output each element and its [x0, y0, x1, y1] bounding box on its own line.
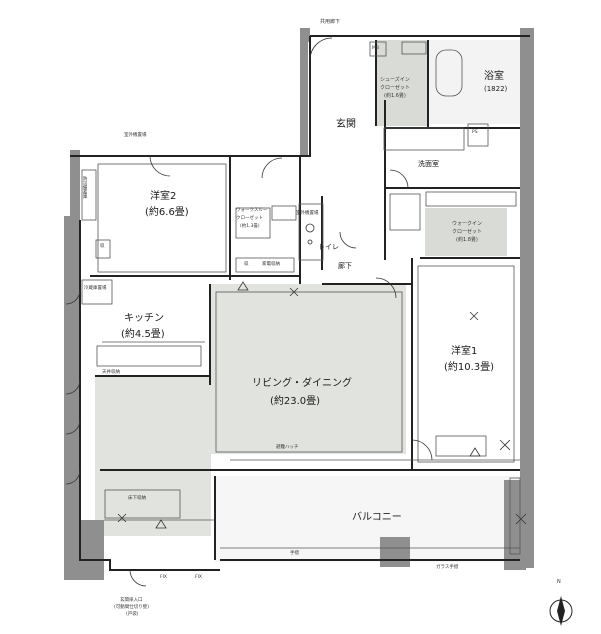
inner-lines: [81, 41, 521, 555]
label-handrail: 手摺: [290, 551, 299, 556]
closet-shoes-in-line2: クローゼット: [380, 85, 411, 91]
label-fridge: 冷蔵庫置場: [84, 286, 107, 291]
closet-walk-through-line2: クローゼット: [236, 216, 263, 221]
room-kitchen-name: キッチン: [124, 313, 164, 324]
room-living-area: (約23.0畳): [270, 396, 321, 407]
label-emergency-hatch: 避難ハッチ: [276, 445, 299, 450]
label-fix-left: FIX: [160, 575, 167, 580]
room-balcony: バルコニー: [352, 512, 402, 523]
walk-in-floor: [425, 208, 507, 256]
label-storage: 収: [100, 244, 105, 249]
label-ps: PS: [472, 130, 478, 135]
label-storage-bottom: 収: [244, 262, 249, 267]
room-washroom: 洗面室: [418, 160, 439, 168]
closet-shoes-in-area: (約1.6畳): [384, 93, 406, 99]
fixtures: [117, 223, 527, 529]
closet-walk-in-line1: ウォークイン: [452, 221, 483, 227]
label-outdoor-unit-top: 室外機置場: [124, 133, 147, 138]
label-escape-note-1: 玄関扉入口: [120, 598, 143, 603]
room-western1-area: (約10.3畳): [444, 362, 495, 373]
room-living-name: リビング・ダイニング: [252, 378, 352, 389]
room-western2-name: 洋室2: [150, 191, 177, 202]
label-common-corridor: 共用廊下: [320, 19, 341, 25]
room-bath-name: 浴室: [484, 71, 504, 82]
label-tall-cabinet: 天井収納: [102, 370, 120, 375]
closet-walk-through-line1: ウォークスルー: [236, 208, 268, 213]
living-floor-lower: [95, 376, 211, 536]
label-mb: MB: [372, 46, 379, 51]
floor-tints: [95, 40, 522, 562]
label-appliance: 家電収納: [262, 262, 280, 267]
label-outdoor-unit-toilet: 室外機置場: [296, 211, 319, 216]
doors: [65, 37, 433, 587]
room-kitchen-area: (約4.5畳): [121, 329, 165, 340]
label-escape-note-3: (戸袋): [126, 612, 139, 617]
bath-floor: [428, 40, 522, 124]
closet-walk-through-area: (約1.3畳): [240, 224, 260, 229]
room-hallway: 廊下: [338, 262, 352, 270]
room-entrance: 玄関: [336, 119, 356, 130]
room-toilet: トイレ: [318, 243, 339, 251]
living-floor: [210, 284, 406, 454]
label-floor-storage: 床下収納: [128, 496, 146, 501]
closet-shoes-in-line1: シューズイン: [380, 77, 410, 83]
label-fix-right: FIX: [195, 575, 202, 580]
closet-walk-in-line2: クローゼット: [452, 229, 483, 235]
structural-walls: [64, 28, 534, 580]
label-escape-note-2: (可動間仕切り壁): [114, 605, 150, 610]
compass-needle-icon: [557, 596, 565, 626]
label-north: N: [557, 579, 561, 585]
closet-walk-in-area: (約1.8畳): [456, 237, 478, 243]
room-western2-area: (約6.6畳): [145, 207, 189, 218]
room-bath-size: (1822): [484, 85, 508, 93]
north-arrow: [549, 596, 573, 626]
room-western1-name: 洋室1: [451, 346, 478, 357]
label-glass-handrail: ガラス手摺: [436, 565, 459, 570]
label-disaster-storage: 防災備蓄庫: [82, 176, 88, 199]
